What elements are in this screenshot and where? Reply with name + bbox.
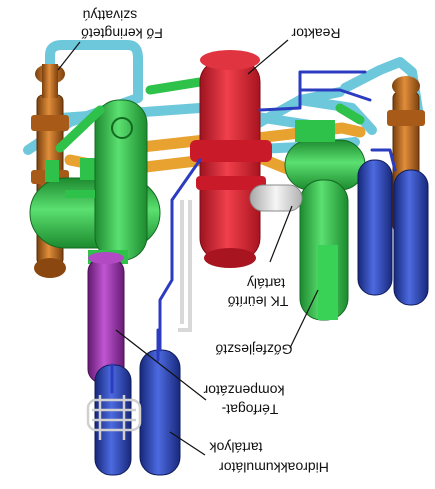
label-main-pump-line2: szivattyú — [83, 7, 137, 23]
leader-accumulator — [169, 431, 206, 456]
label-accumulator-line1: Hidroakkumulátor — [219, 459, 329, 475]
labels: Fő keringtető szivattyú Reaktor TK leürí… — [81, 7, 341, 475]
label-pressurizer-line2: kompenzátor — [203, 382, 284, 398]
accumulator-pipe-cage — [86, 395, 142, 440]
label-steam-generator: Gőzfejlesztő — [215, 341, 292, 357]
coolant-drain-tank — [178, 184, 303, 332]
label-reactor: Reaktor — [291, 25, 340, 41]
steam-generator-top-green-pipes — [55, 77, 365, 153]
leader-lines — [57, 39, 319, 456]
steam-generator-right — [284, 120, 366, 321]
label-drain-tank-line1: TK leürítő — [227, 293, 288, 309]
pressurizer — [87, 252, 125, 384]
auxiliary-blue-piping — [110, 70, 397, 394]
label-drain-tank-line2: tartály — [247, 275, 285, 291]
label-main-pump-line1: Fő keringtető — [81, 25, 163, 41]
leader-steam-generator — [289, 289, 319, 349]
reactor-vessel — [190, 50, 272, 268]
label-accumulator-line2: tartályok — [209, 439, 263, 455]
leader-drain-tank — [269, 205, 293, 263]
label-pressurizer-line1: Térfogat- — [221, 401, 278, 417]
leader-pressurizer — [115, 329, 207, 401]
leader-reactor — [247, 39, 289, 75]
leader-pump — [57, 41, 81, 71]
